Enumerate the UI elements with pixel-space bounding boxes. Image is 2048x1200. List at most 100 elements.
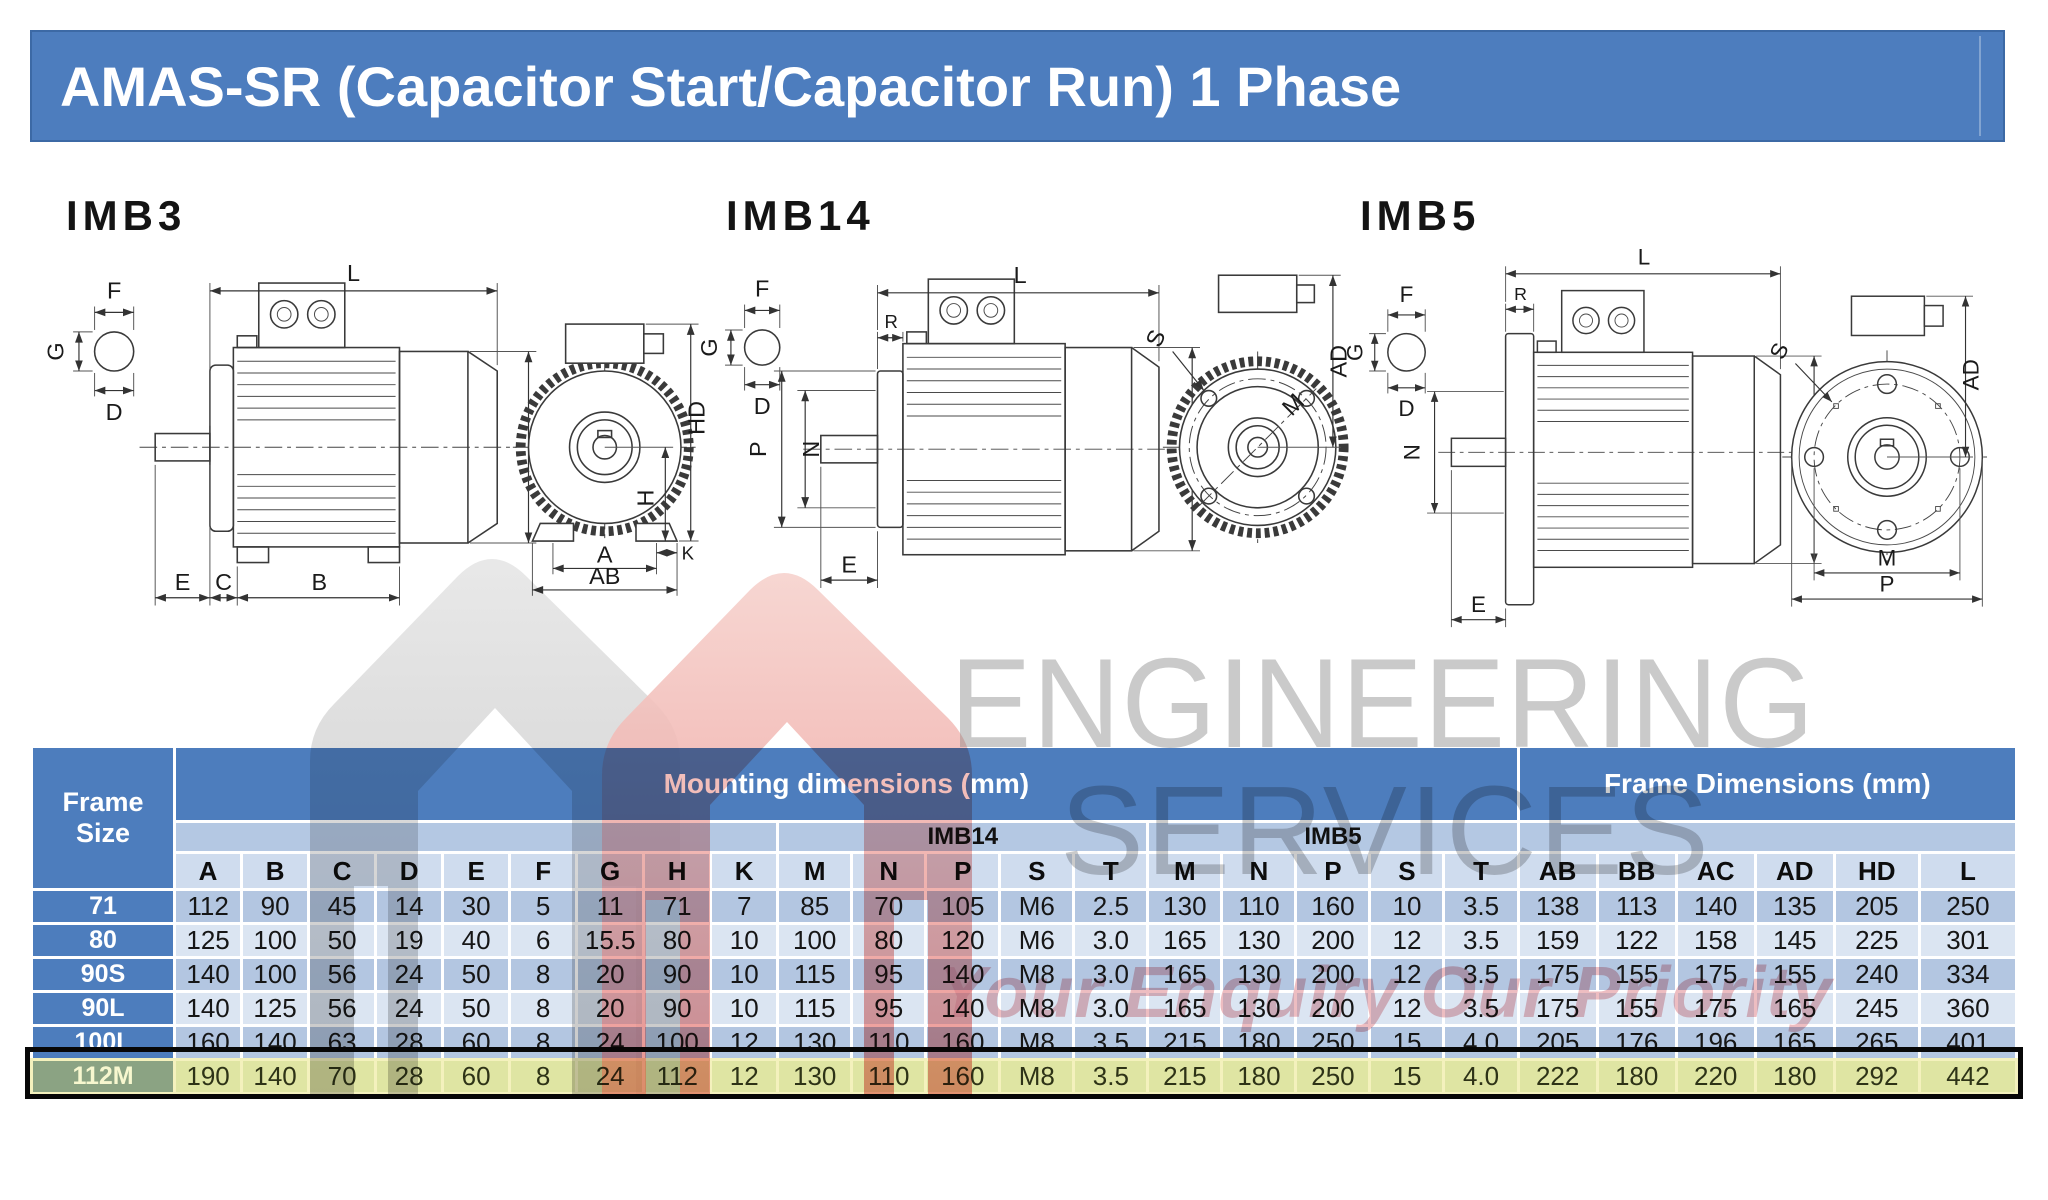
dim-label-k: K — [682, 543, 695, 564]
dimension-cell: M8 — [1001, 959, 1073, 990]
dimension-cell: 135 — [1756, 891, 1833, 922]
dim-label-r: R — [884, 311, 897, 332]
dimension-cell: 12 — [1371, 993, 1443, 1024]
page-title: AMAS-SR (Capacitor Start/Capacitor Run) … — [60, 54, 1402, 118]
dimension-cell: 205 — [1835, 891, 1918, 922]
dimension-cell: 120 — [927, 925, 999, 956]
dimension-cell: 140 — [243, 1027, 308, 1058]
frame-size-cell: 80 — [33, 925, 174, 956]
dimension-cell: 180 — [1598, 1061, 1675, 1092]
dimension-cell: 334 — [1920, 959, 2015, 990]
dim-label-f: F — [107, 278, 121, 304]
dimension-cell: 10 — [712, 959, 777, 990]
dimension-cell: 3.5 — [1445, 993, 1517, 1024]
dim-label-ab: AB — [589, 563, 620, 589]
drawing-imb3-title: IMB3 — [66, 192, 187, 239]
dimension-cell: 28 — [377, 1061, 442, 1092]
column-header: P — [1297, 854, 1369, 888]
column-header: P — [927, 854, 999, 888]
shaft-detail: F G D — [698, 276, 781, 419]
dimension-cell: 90 — [645, 993, 710, 1024]
dimension-cell: 160 — [927, 1027, 999, 1058]
dim-label-f: F — [1400, 282, 1414, 307]
column-header: F — [511, 854, 576, 888]
dimension-cell: 15.5 — [578, 925, 643, 956]
dimension-cell: 12 — [712, 1061, 777, 1092]
dim-label-l: L — [1014, 262, 1027, 288]
dimension-cell: 7 — [712, 891, 777, 922]
dimension-cell: 401 — [1920, 1027, 2015, 1058]
dimension-cell: 71 — [645, 891, 710, 922]
dimension-cell: 95 — [853, 993, 925, 1024]
column-header: AC — [1677, 854, 1754, 888]
dimension-cell: 165 — [1756, 1027, 1833, 1058]
column-header: AD — [1756, 854, 1833, 888]
dim-label-g: G — [42, 342, 68, 360]
dimension-cell: 95 — [853, 959, 925, 990]
column-header: M — [779, 854, 851, 888]
drawing-imb5-figure: F G D — [1343, 244, 1990, 628]
dimension-cell: 130 — [779, 1027, 851, 1058]
motor-side-view — [803, 278, 1183, 556]
dimension-cell: 301 — [1920, 925, 2015, 956]
side-view-dimensions: L AC E C B — [154, 260, 551, 606]
drawing-imb3-figure: F G D — [42, 260, 709, 606]
frame-size-cell: 100L — [33, 1027, 174, 1058]
dimension-cell: 115 — [779, 993, 851, 1024]
dimension-cell: 40 — [444, 925, 509, 956]
dimension-cell: 3.5 — [1445, 925, 1517, 956]
motor-side-view — [139, 282, 517, 564]
dimension-cell: 140 — [927, 993, 999, 1024]
dim-label-l: L — [1638, 244, 1650, 269]
title-banner: AMAS-SR (Capacitor Start/Capacitor Run) … — [30, 30, 2005, 142]
column-header: C — [310, 854, 375, 888]
dim-label-b: B — [312, 569, 328, 595]
column-header: N — [853, 854, 925, 888]
dimension-cell: 14 — [377, 891, 442, 922]
dimension-cell: 180 — [1223, 1027, 1295, 1058]
column-header: T — [1445, 854, 1517, 888]
dimension-cell: 60 — [444, 1027, 509, 1058]
motor-front-view: HD H A AB K — [512, 323, 709, 596]
dimension-cell: 158 — [1677, 925, 1754, 956]
dimension-cell: 140 — [927, 959, 999, 990]
sub-header-blank-right — [1519, 823, 2015, 851]
dim-label-h: H — [633, 490, 659, 507]
dim-label-e: E — [1471, 592, 1486, 617]
column-header: T — [1075, 854, 1147, 888]
dim-label-hd: HD — [683, 401, 709, 435]
frame-size-header: Frame Size — [33, 748, 174, 888]
dim-label-e: E — [175, 569, 191, 595]
column-header: M — [1149, 854, 1221, 888]
dim-label-s: S — [1765, 339, 1794, 363]
dimension-cell: 24 — [578, 1061, 643, 1092]
dimension-cell: 50 — [444, 959, 509, 990]
dimension-cell: 130 — [1223, 959, 1295, 990]
dim-label-d: D — [1398, 396, 1414, 421]
dimension-cell: 160 — [176, 1027, 241, 1058]
dimension-cell: 80 — [645, 925, 710, 956]
column-header: G — [578, 854, 643, 888]
dimension-cell: 220 — [1677, 1061, 1754, 1092]
dimension-cell: 112 — [645, 1061, 710, 1092]
dimension-cell: 113 — [1598, 891, 1675, 922]
dimension-cell: 8 — [511, 1061, 576, 1092]
dimension-cell: 240 — [1835, 959, 1918, 990]
dimension-cell: 245 — [1835, 993, 1918, 1024]
dim-label-p: P — [745, 441, 771, 457]
frame-size-cell: 112M — [33, 1061, 174, 1092]
drawing-imb5: IMB5 F G D — [1332, 192, 2012, 672]
dim-label-c: C — [215, 569, 232, 595]
dimension-cell: 200 — [1297, 993, 1369, 1024]
column-header: HD — [1835, 854, 1918, 888]
column-header: S — [1001, 854, 1073, 888]
sub-header-blank-left — [176, 823, 777, 851]
dimension-cell: 24 — [578, 1027, 643, 1058]
dimension-cell: 250 — [1297, 1061, 1369, 1092]
dimension-cell: 190 — [176, 1061, 241, 1092]
dimension-cell: 225 — [1835, 925, 1918, 956]
